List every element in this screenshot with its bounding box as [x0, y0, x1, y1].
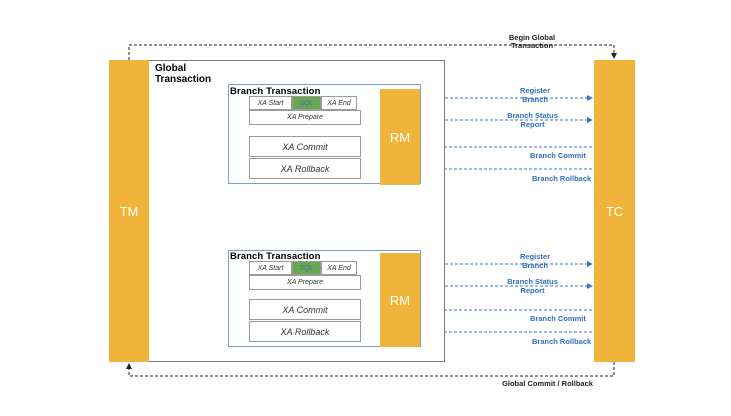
xa-end-1: XA End — [321, 96, 357, 110]
register-line1-1: Register — [519, 86, 550, 95]
global-transaction-title: Global Transaction — [155, 63, 211, 85]
global-commit-label: Global Commit / Rollback — [490, 380, 605, 388]
status-line1-2: Branch Status — [507, 277, 558, 286]
register-line2-1: Branch — [522, 95, 548, 104]
register-line1-2: Register — [519, 252, 550, 261]
branch-title-1: Branch Transaction — [230, 86, 321, 97]
branch-rollback-label-2: Branch Rollback — [532, 337, 592, 346]
xa-end-2: XA End — [321, 261, 357, 275]
xa-prepare-1: XA Prepare — [249, 110, 361, 125]
branch-title-2: Branch Transaction — [230, 251, 321, 262]
xa-prepare-2: XA Prepare — [249, 275, 361, 290]
branch-rollback-label-1: Branch Rollback — [532, 174, 592, 183]
global-commit-arrow — [126, 362, 615, 377]
begin-line2: Transaction — [510, 41, 554, 50]
xa-commit-2: XA Commit — [249, 299, 361, 320]
sql-1: SQL — [292, 96, 321, 110]
tc-bar: TC — [594, 60, 635, 362]
xa-start-1: XA Start — [249, 96, 292, 110]
end-label-text: Global Commit / Rollback — [502, 379, 593, 388]
branch-commit-label-2: Branch Commit — [530, 314, 586, 323]
begin-global-arrow — [128, 44, 617, 60]
tc-label: TC — [605, 203, 624, 219]
branch-status-label-1: Branch Status Report — [495, 111, 570, 129]
register-line2-2: Branch — [522, 261, 548, 270]
begin-global-label: Begin Global Transaction — [497, 34, 567, 50]
sql-2: SQL — [292, 261, 321, 275]
branch-commit-label-1: Branch Commit — [530, 151, 586, 160]
xa-commit-1: XA Commit — [249, 136, 361, 157]
xa-rollback-1: XA Rollback — [249, 158, 361, 179]
branch-status-label-2: Branch Status Report — [495, 277, 570, 295]
status-line2-1: Report — [520, 120, 545, 129]
rm-2: RM — [380, 253, 420, 347]
status-line2-2: Report — [520, 286, 545, 295]
global-title-line1: Global — [155, 63, 187, 74]
status-line1-1: Branch Status — [507, 111, 558, 120]
rm-1: RM — [380, 89, 420, 185]
register-branch-label-1: Register Branch — [500, 86, 570, 104]
xa-rollback-2: XA Rollback — [249, 321, 361, 342]
global-title-line2: Transaction — [155, 74, 212, 85]
register-branch-label-2: Register Branch — [500, 252, 570, 270]
tm-bar: TM — [109, 60, 149, 362]
begin-line1: Begin Global — [508, 33, 556, 42]
tm-label: TM — [119, 203, 139, 219]
xa-start-2: XA Start — [249, 261, 292, 275]
